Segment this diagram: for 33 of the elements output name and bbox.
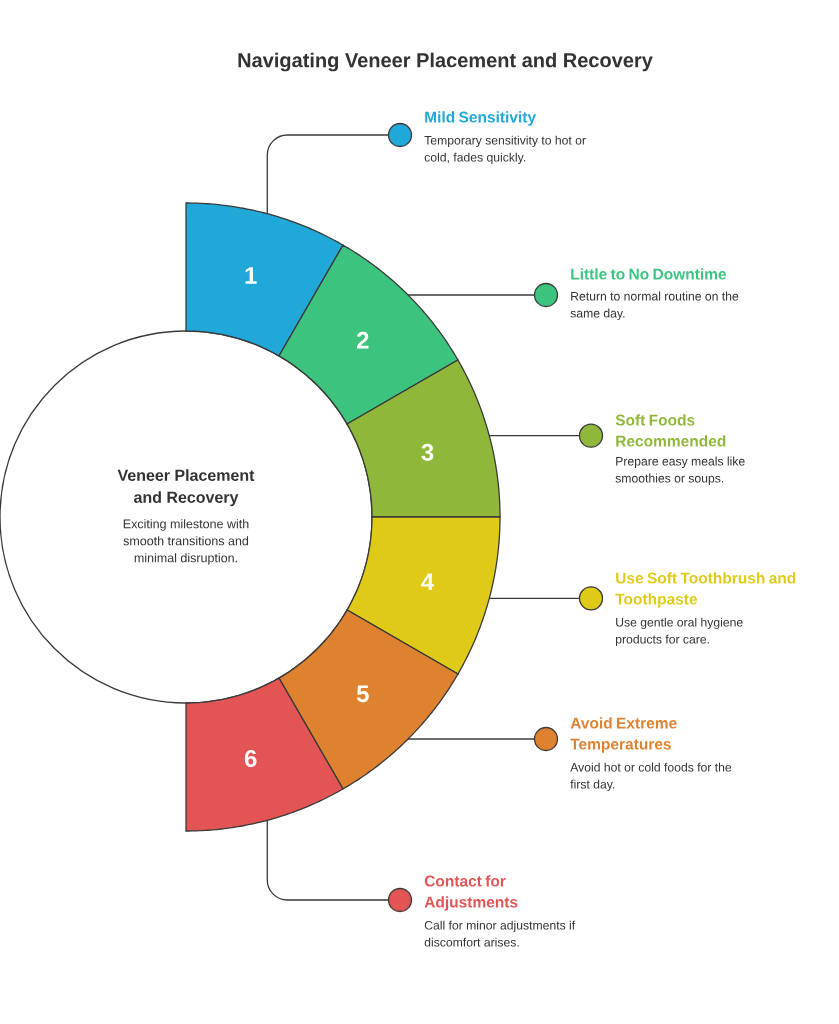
connector [407, 282, 559, 308]
segment-number: 5 [356, 685, 369, 703]
item-description: Avoid hot or cold foods for the first day. [570, 762, 732, 791]
connector [266, 819, 413, 913]
connector [488, 586, 604, 611]
connector [407, 726, 559, 752]
ring-segment [185, 202, 344, 357]
item-heading: Use Soft Toothbrush and Toothpaste [615, 572, 796, 608]
ring-segment [278, 244, 459, 425]
item-heading: Little to No Downtime [571, 268, 727, 280]
item-description: Return to normal routine on the same day. [570, 291, 739, 320]
item-description: Use gentle oral hygiene products for care. [616, 617, 743, 646]
segment-number: 1 [245, 267, 257, 284]
item-description: Call for minor adjustments if discomfort arises. [424, 920, 576, 947]
item-heading: Soft Foods Recommended [615, 414, 726, 447]
item-description: Prepare easy meals like smoothies or soups. [615, 456, 745, 485]
ring-segment [346, 359, 501, 518]
circle-description: Exciting milestone with smooth transitions and minimal disruption. [123, 519, 249, 565]
segment-number: 3 [421, 443, 434, 461]
item-heading: Contact for Adjustments [424, 875, 518, 911]
segment-number: 2 [356, 331, 369, 349]
title: Navigating Veneer Placement and Recovery [238, 52, 653, 72]
segment-number: 4 [421, 573, 435, 590]
ring-segment [278, 609, 459, 790]
connector [266, 122, 413, 215]
item-heading: Avoid Extreme Temperatures [570, 717, 677, 753]
segment-number: 6 [244, 750, 257, 767]
circle-heading: Veneer Placement and Recovery [117, 469, 255, 507]
item-description: Temporary sensitivity to hot or cold, fades quickly. [424, 135, 586, 164]
item-heading: Mild Sensitivity [425, 111, 536, 126]
ring-segment [346, 516, 501, 675]
connector [488, 423, 604, 448]
ring-segment [185, 677, 344, 832]
